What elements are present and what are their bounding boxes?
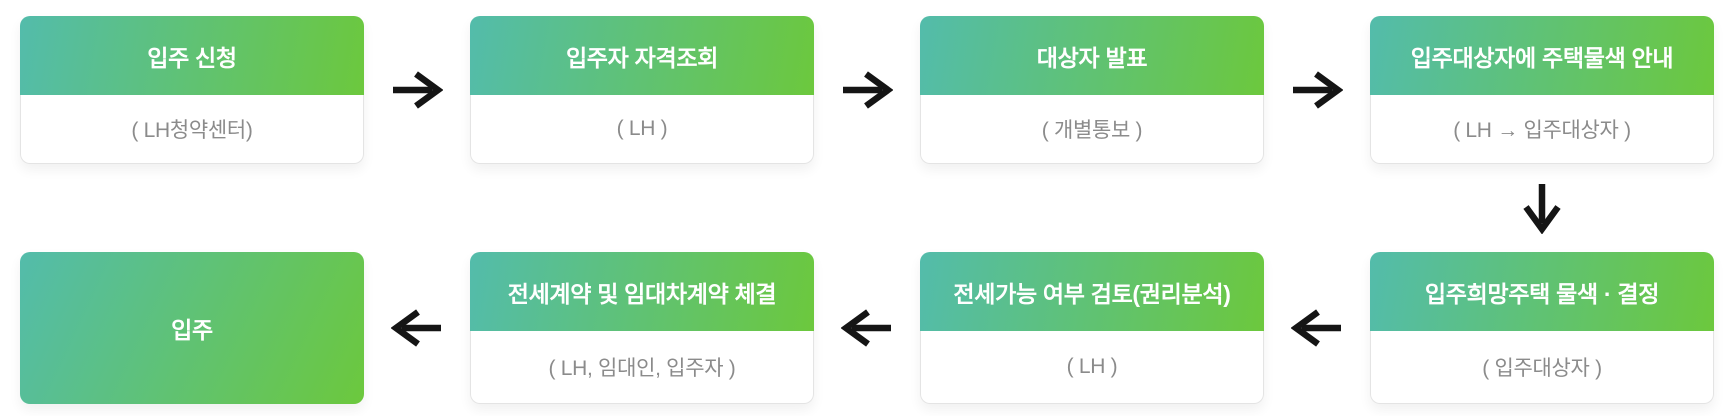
step-title: 입주자 자격조회 [470,16,814,95]
step-card-3: 대상자 발표 ( 개별통보 ) [920,16,1264,164]
step-agency: ( LH ) [470,95,814,164]
arrow-left-icon [814,252,920,404]
arrow-down-icon [1370,164,1714,252]
arrow-right-icon [814,16,920,164]
arrow-right-icon [364,16,470,164]
step-card-7: 전세계약 및 임대차계약 체결 ( LH, 임대인, 입주자 ) [470,252,814,404]
step-agency: ( LH ) [920,331,1264,404]
step-title: 입주희망주택 물색 · 결정 [1370,252,1714,331]
step-title: 대상자 발표 [920,16,1264,95]
step-title: 입주 신청 [20,16,364,95]
step-agency: ( 개별통보 ) [920,95,1264,164]
step-card-5: 입주희망주택 물색 · 결정 ( 입주대상자 ) [1370,252,1714,404]
step-agency: ( 입주대상자 ) [1370,331,1714,404]
arrow-left-icon [1264,252,1370,404]
step-card-4: 입주대상자에 주택물색 안내 ( LH → 입주대상자 ) [1370,16,1714,164]
step-card-6: 전세가능 여부 검토(권리분석) ( LH ) [920,252,1264,404]
step-title: 전세가능 여부 검토(권리분석) [920,252,1264,331]
step-card-8: 입주 [20,252,364,404]
step-agency: ( LH청약센터) [20,95,364,164]
step-card-1: 입주 신청 ( LH청약센터) [20,16,364,164]
step-card-2: 입주자 자격조회 ( LH ) [470,16,814,164]
step-title: 전세계약 및 임대차계약 체결 [470,252,814,331]
step-agency: ( LH → 입주대상자 ) [1370,95,1714,164]
step-agency: ( LH, 임대인, 입주자 ) [470,331,814,404]
arrow-right-icon [1264,16,1370,164]
step-title: 입주대상자에 주택물색 안내 [1370,16,1714,95]
arrow-left-icon [364,252,470,404]
